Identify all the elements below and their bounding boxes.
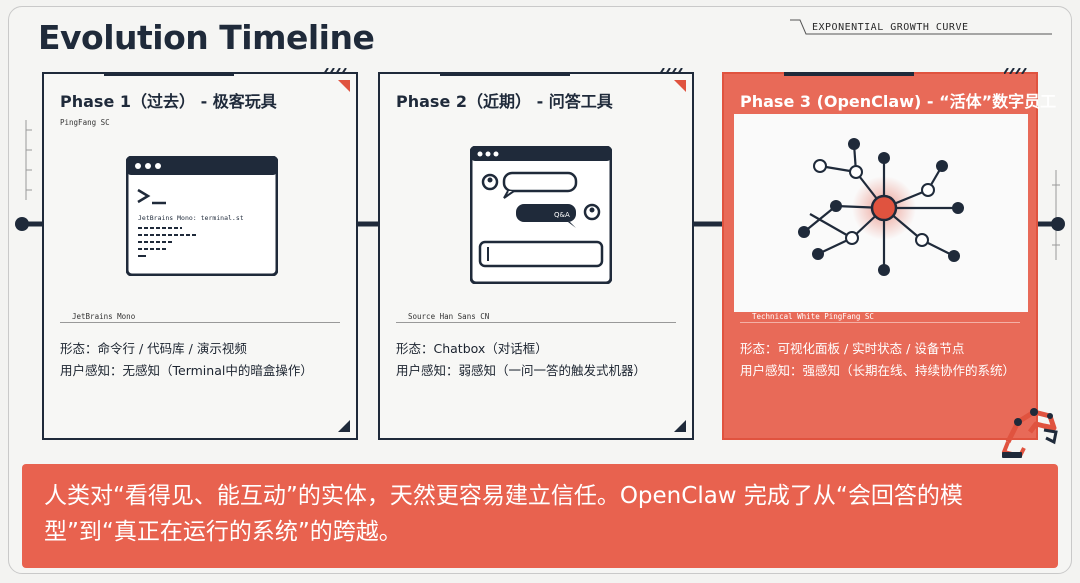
font-tag-line: Source Han Sans CN [396,312,676,323]
card-top-bar [440,72,570,76]
phase-1-card: Phase 1（过去） - 极客玩具 PingFang SC JetBrains… [42,68,358,440]
font-tag: JetBrains Mono [68,312,140,321]
font-tag: Source Han Sans CN [404,312,494,321]
hatch-stripe [324,68,347,74]
phase-2-form: 形态：Chatbox（对话框） [396,341,548,356]
summary-banner: 人类对“看得见、能互动”的实体，天然更容易建立信任。OpenClaw 完成了从“… [22,464,1058,568]
network-panel [734,114,1028,312]
hatch-stripe [1004,68,1027,74]
font-tag: Technical White PingFang SC [748,312,878,321]
side-ruler-right [1052,170,1060,260]
card-top-bar [104,72,234,76]
phase-1-perception: 用户感知：无感知（Terminal中的暗盒操作） [60,363,313,378]
phase-2-card: Phase 2（近期） - 问答工具 Q&A Source Han Sans C… [378,68,694,440]
chat-window-icon: Q&A [470,146,612,284]
phase-3-title: Phase 3 (OpenClaw) - “活体”数字员工 [740,92,1057,111]
phase-1-title: Phase 1（过去） - 极客玩具 [60,92,277,111]
corner-accent [338,80,350,92]
hatch-stripe [660,68,683,74]
corner-mark [674,420,686,432]
robot-claw-icon [1002,408,1058,458]
phase-2-perception: 用户感知：弱感知（一问一答的触发式机器） [396,363,647,378]
phase-3-card: Phase 3 (OpenClaw) - “活体”数字员工 [722,68,1056,440]
corner-mark [338,420,350,432]
phase-2-title: Phase 2（近期） - 问答工具 [396,92,613,111]
font-tag-line: Technical White PingFang SC [740,312,1020,323]
network-graph-icon [798,138,964,276]
phase-3-form: 形态：可视化面板 / 实时状态 / 设备节点 [740,341,965,356]
window-caption: JetBrains Mono: terminal.st [138,214,244,222]
chat-badge: Q&A [554,211,570,219]
curve-label: EXPONENTIAL GROWTH CURVE [812,22,969,33]
phase-3-perception: 用户感知：强感知（长期在线、持续协作的系统） [740,363,1016,378]
font-tag-line: JetBrains Mono [60,312,340,323]
font-tag-top: PingFang SC [60,118,110,127]
terminal-window-icon: JetBrains Mono: terminal.st [126,156,278,276]
phase-1-form: 形态：命令行 / 代码库 / 演示视频 [60,341,247,356]
side-ruler-left [25,120,32,200]
card-top-bar [784,72,914,76]
page-title: Evolution Timeline [38,18,375,57]
growth-curve-bracket [790,19,1052,35]
corner-accent [674,80,686,92]
